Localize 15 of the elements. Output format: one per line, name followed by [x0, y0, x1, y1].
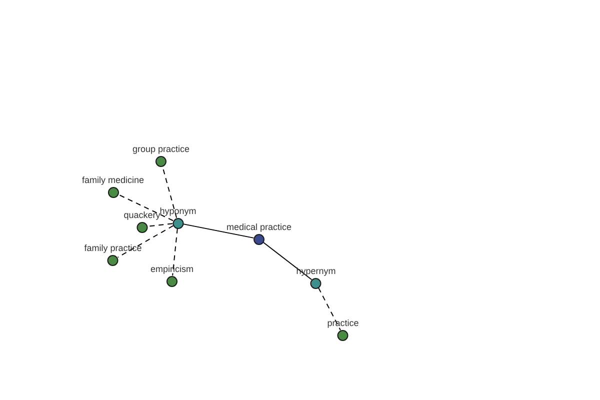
connector-line: [182, 224, 254, 238]
node-label: family practice: [84, 242, 142, 254]
node-label: empiricism: [150, 262, 194, 274]
connector-line: [117, 194, 174, 222]
node-label: quackery: [124, 210, 160, 220]
connector-line: [146, 223, 174, 227]
connector-line: [318, 287, 341, 331]
node-label: medical practice: [226, 220, 292, 232]
connector-line: [262, 242, 312, 280]
node-label: hyponym: [160, 204, 196, 216]
node-label: group practice: [132, 142, 190, 154]
connector-line: [172, 228, 178, 276]
node-label: family medicine: [82, 174, 144, 186]
node-label: practice: [327, 316, 359, 328]
connector-line: [117, 225, 174, 258]
